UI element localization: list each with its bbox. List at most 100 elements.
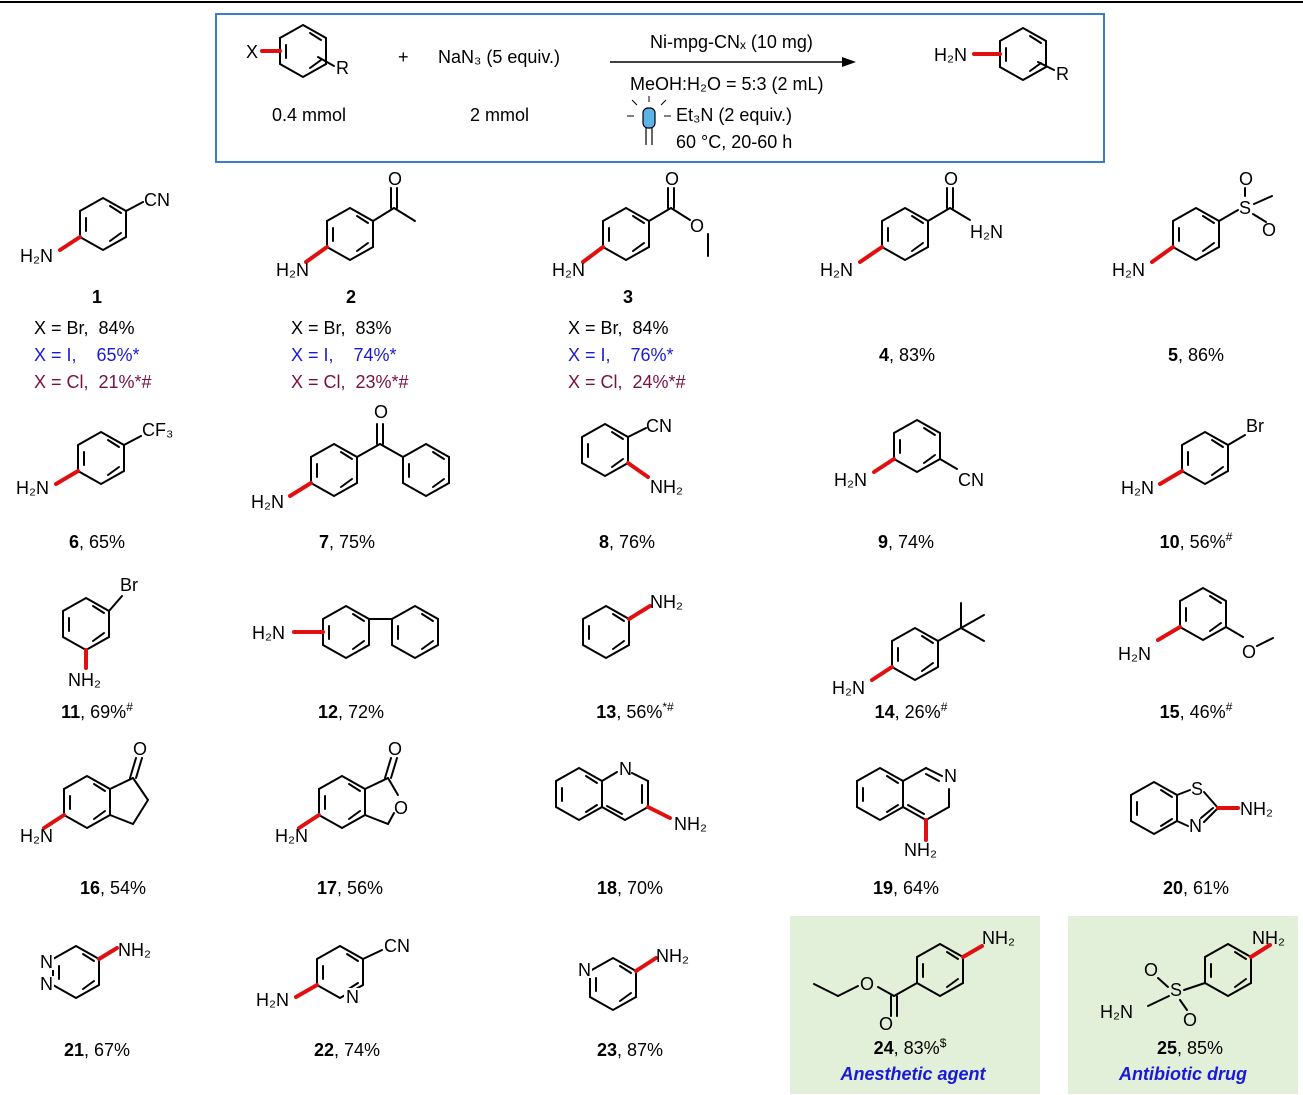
- structure-10: Br H₂N: [1121, 416, 1264, 498]
- substrate-amount: 0.4 mmol: [272, 105, 346, 125]
- caption-4: 4, 83%: [879, 345, 935, 365]
- svg-text:N: N: [40, 952, 53, 972]
- drug-note-24: Anesthetic agent: [839, 1064, 986, 1084]
- svg-text:O: O: [665, 169, 679, 189]
- svg-text:O: O: [388, 169, 402, 189]
- caption-20: 20, 61%: [1163, 878, 1229, 898]
- svg-text:O: O: [1262, 220, 1276, 240]
- structure-5: S O O H₂N: [1112, 169, 1276, 280]
- svg-text:O: O: [944, 169, 958, 189]
- caption-12: 12, 72%: [318, 702, 384, 722]
- structure-11: Br NH₂: [62, 575, 138, 690]
- halide-2-cl: X = Cl, 23%*#: [291, 372, 409, 392]
- caption-17: 17, 56%: [317, 878, 383, 898]
- svg-text:H₂N: H₂N: [1112, 260, 1145, 280]
- structure-7: O H₂N: [251, 402, 450, 512]
- caption-22: 22, 74%: [314, 1040, 380, 1060]
- caption-24: 24, 83%$: [874, 1036, 947, 1058]
- svg-text:H₂N: H₂N: [1121, 478, 1154, 498]
- svg-text:H₂N: H₂N: [251, 492, 284, 512]
- product-r-label: R: [1056, 64, 1069, 84]
- caption-19: 19, 64%: [873, 878, 939, 898]
- caption-1: 1: [92, 287, 102, 307]
- svg-text:O: O: [860, 974, 874, 994]
- svg-text:NH₂: NH₂: [656, 946, 689, 966]
- caption-10: 10, 56%#: [1160, 530, 1233, 552]
- svg-text:H₂N: H₂N: [970, 222, 1003, 242]
- halide-3-i: X = I, 76%*: [568, 345, 674, 365]
- svg-text:NH₂: NH₂: [650, 477, 683, 497]
- svg-text:N: N: [1189, 816, 1202, 836]
- structure-21: N N NH₂: [40, 940, 151, 1000]
- structure-3: O O H₂N: [552, 169, 709, 280]
- structure-4: O H₂N H₂N: [820, 169, 1003, 280]
- halide-1-cl: X = Cl, 21%*#: [34, 372, 152, 392]
- svg-text:H₂N: H₂N: [275, 826, 308, 846]
- svg-text:O: O: [1239, 169, 1253, 189]
- caption-25: 25, 85%: [1157, 1038, 1223, 1058]
- halide-2-i: X = I, 74%*: [291, 345, 397, 365]
- structure-19: N NH₂: [856, 766, 957, 860]
- svg-text:O: O: [879, 1014, 893, 1034]
- svg-text:H₂N: H₂N: [834, 470, 867, 490]
- substrate-structure: X R: [246, 23, 349, 79]
- svg-text:Br: Br: [120, 575, 138, 595]
- svg-text:N: N: [40, 974, 53, 994]
- svg-text:NH₂: NH₂: [674, 814, 707, 834]
- svg-text:N: N: [346, 987, 359, 1007]
- caption-6: 6, 65%: [69, 532, 125, 552]
- svg-text:H₂N: H₂N: [552, 260, 585, 280]
- structure-15: O H₂N: [1118, 586, 1274, 664]
- svg-text:NH₂: NH₂: [650, 592, 683, 612]
- svg-text:O: O: [1144, 960, 1158, 980]
- svg-text:H₂N: H₂N: [16, 478, 49, 498]
- caption-16: 16, 54%: [80, 878, 146, 898]
- structure-23: N NH₂: [576, 946, 689, 1012]
- base-label: Et₃N (2 equiv.): [676, 105, 792, 125]
- catalyst-label: Ni-mpg-CNₓ (10 mg): [650, 32, 813, 52]
- svg-text:O: O: [133, 739, 147, 759]
- structure-20: S N NH₂: [1130, 779, 1273, 836]
- caption-13: 13, 56%*#: [596, 700, 674, 722]
- svg-text:H₂N: H₂N: [832, 678, 865, 698]
- svg-text:NH₂: NH₂: [1252, 928, 1285, 948]
- svg-text:O: O: [1242, 642, 1256, 662]
- svg-text:O: O: [690, 216, 704, 236]
- product-structure: H₂N R: [934, 26, 1069, 84]
- svg-text:O: O: [374, 402, 388, 422]
- svg-text:CN: CN: [144, 190, 170, 210]
- svg-text:H₂N: H₂N: [820, 260, 853, 280]
- structure-17: O O H₂N: [275, 739, 408, 846]
- halide-3-br: X = Br, 84%: [568, 318, 669, 338]
- structure-12: H₂N: [252, 604, 439, 660]
- svg-text:H₂N: H₂N: [20, 246, 53, 266]
- halide-1-i: X = I, 65%*: [34, 345, 140, 365]
- svg-text:H₂N: H₂N: [276, 260, 309, 280]
- structure-24: NH₂ O O: [813, 928, 1015, 1034]
- caption-8: 8, 76%: [599, 532, 655, 552]
- halide-3-cl: X = Cl, 24%*#: [568, 372, 686, 392]
- svg-text:H₂N: H₂N: [256, 990, 289, 1010]
- svg-text:S: S: [1170, 980, 1182, 1000]
- reagent-label: NaN₃ (5 equiv.): [438, 47, 560, 67]
- solvent-label: MeOH:H₂O = 5:3 (2 mL): [630, 74, 824, 94]
- svg-text:NH₂: NH₂: [982, 928, 1015, 948]
- structure-2: O H₂N: [276, 169, 416, 280]
- structure-22: N CN H₂N: [256, 936, 410, 1010]
- drug-panel-24: [790, 916, 1040, 1094]
- svg-text:O: O: [1183, 1010, 1197, 1030]
- reaction-box: [215, 13, 1105, 163]
- svg-text:O: O: [388, 739, 402, 759]
- svg-text:H₂N: H₂N: [252, 623, 285, 643]
- svg-text:S: S: [1191, 779, 1203, 799]
- svg-text:CN: CN: [958, 470, 984, 490]
- caption-9: 9, 74%: [878, 532, 934, 552]
- svg-text:CN: CN: [384, 936, 410, 956]
- product-amine-label: H₂N: [934, 45, 967, 65]
- drug-note-25: Antibiotic drug: [1118, 1064, 1247, 1084]
- led-lamp-icon: [627, 96, 671, 145]
- structure-18: N NH₂: [555, 759, 707, 834]
- caption-7: 7, 75%: [319, 532, 375, 552]
- structure-1: CN H₂N: [20, 190, 170, 266]
